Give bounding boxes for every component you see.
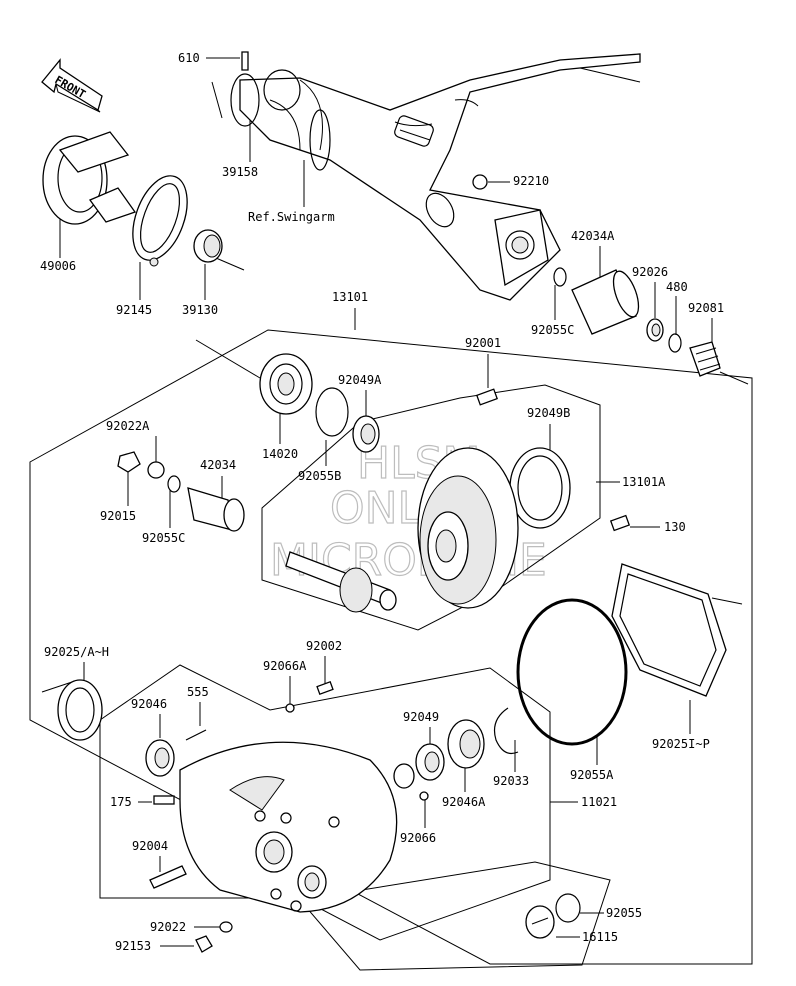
part-pinion-shaft bbox=[285, 551, 397, 613]
label-92004: 92004 bbox=[132, 839, 168, 853]
label-610: 610 bbox=[178, 51, 200, 65]
label-92015: 92015 bbox=[100, 509, 136, 523]
part-92002 bbox=[316, 681, 334, 695]
part-92049B bbox=[509, 447, 571, 529]
part-16115 bbox=[525, 905, 555, 939]
label-92055A: 92055A bbox=[570, 768, 614, 782]
label-39130: 39130 bbox=[182, 303, 218, 317]
label-480: 480 bbox=[666, 280, 688, 294]
part-92046 bbox=[145, 739, 175, 777]
part-92145 bbox=[132, 175, 188, 267]
part-92026 bbox=[646, 318, 664, 342]
part-175 bbox=[153, 795, 175, 805]
label-ref-swingarm: Ref.Swingarm bbox=[248, 210, 335, 224]
label-92081: 92081 bbox=[688, 301, 724, 315]
part-92004 bbox=[149, 865, 187, 889]
label-13101: 13101 bbox=[332, 290, 368, 304]
part-92046A bbox=[447, 719, 485, 769]
label-92025-A-H: 92025/A~H bbox=[44, 645, 109, 659]
label-92049A: 92049A bbox=[338, 373, 382, 387]
part-14020 bbox=[259, 353, 313, 415]
label-13101A: 13101A bbox=[622, 475, 666, 489]
label-92055B: 92055B bbox=[298, 469, 341, 483]
label-555: 555 bbox=[187, 685, 209, 699]
label-92055: 92055 bbox=[606, 906, 642, 920]
label-92022A: 92022A bbox=[106, 419, 150, 433]
part-480 bbox=[668, 333, 682, 353]
part-92022 bbox=[219, 921, 233, 933]
part-92055C bbox=[167, 475, 181, 493]
label-92022: 92022 bbox=[150, 920, 186, 934]
swingarm bbox=[211, 51, 641, 301]
label-92210: 92210 bbox=[513, 174, 549, 188]
label-42034A: 42034A bbox=[571, 229, 615, 243]
part-42034A bbox=[571, 269, 640, 335]
part-11021-case bbox=[179, 741, 429, 913]
label-92055C: 92055C bbox=[142, 531, 185, 545]
label-92049: 92049 bbox=[403, 710, 439, 724]
label-92066: 92066 bbox=[400, 831, 436, 845]
part-92055A bbox=[516, 598, 628, 746]
label-92025-I-P: 92025I~P bbox=[652, 737, 710, 751]
label-16115: 16115 bbox=[582, 930, 618, 944]
reference-frames bbox=[29, 257, 753, 971]
label-92153: 92153 bbox=[115, 939, 151, 953]
part-92066A bbox=[285, 703, 295, 713]
part-92022A bbox=[147, 461, 165, 479]
label-92002: 92002 bbox=[306, 639, 342, 653]
part-92025-I-P bbox=[611, 563, 727, 697]
label-49006: 49006 bbox=[40, 259, 76, 273]
label-92055C-top: 92055C bbox=[531, 323, 574, 337]
part-92033 bbox=[493, 707, 519, 755]
part-92055B bbox=[315, 387, 349, 437]
part-92081 bbox=[689, 341, 749, 385]
label-130: 130 bbox=[664, 520, 686, 534]
part-42034 bbox=[187, 487, 245, 532]
part-92055 bbox=[555, 893, 581, 923]
label-39158: 39158 bbox=[222, 165, 258, 179]
label-14020: 14020 bbox=[262, 447, 298, 461]
part-92153 bbox=[195, 935, 213, 953]
part-92055C-top bbox=[553, 267, 567, 287]
label-42034: 42034 bbox=[200, 458, 236, 472]
front-arrow-icon: FRONT bbox=[41, 58, 103, 113]
label-92066A: 92066A bbox=[263, 659, 307, 673]
part-92001 bbox=[475, 388, 499, 406]
labels: 610 39158 Ref.Swingarm 92210 42034A 9202… bbox=[40, 51, 724, 953]
label-11021: 11021 bbox=[581, 795, 617, 809]
part-ring-gear bbox=[417, 447, 519, 609]
label-92145: 92145 bbox=[116, 303, 152, 317]
part-92049A bbox=[352, 415, 380, 453]
label-92033: 92033 bbox=[493, 774, 529, 788]
part-92015 bbox=[117, 451, 141, 473]
part-130 bbox=[609, 514, 631, 532]
part-92025-A-H bbox=[57, 679, 103, 741]
part-92049 bbox=[415, 743, 445, 781]
label-92001: 92001 bbox=[465, 336, 501, 350]
label-92046: 92046 bbox=[131, 697, 167, 711]
label-92026: 92026 bbox=[632, 265, 668, 279]
part-39130 bbox=[193, 229, 223, 263]
part-555 bbox=[185, 729, 207, 741]
part-49006 bbox=[42, 131, 137, 225]
label-92046A: 92046A bbox=[442, 795, 486, 809]
label-92049B: 92049B bbox=[527, 406, 570, 420]
label-175: 175 bbox=[110, 795, 132, 809]
